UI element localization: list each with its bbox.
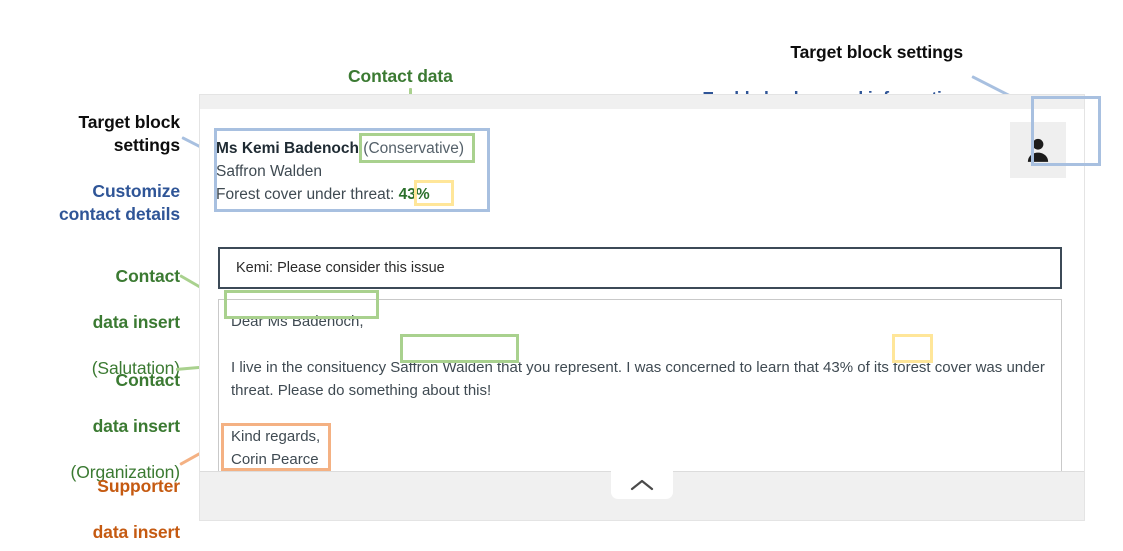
letter-body-textarea[interactable]: Dear Ms Badenoch, I live in the consitue… <box>218 299 1062 497</box>
annotation-detail: Customize contact details <box>58 181 180 225</box>
letter-paragraph: I live in the consituency Saffron Walden… <box>231 356 1049 402</box>
annotation-contact-data-salutation: Contact data insert (Salutation) <box>10 242 180 381</box>
letter-signoff: Kind regards, <box>231 428 321 445</box>
email-composer-card: Ms Kemi Badenoch (Conservative) Saffron … <box>200 95 1084 520</box>
chevron-up-icon <box>630 479 654 491</box>
reference-value: 43% <box>398 186 430 203</box>
paragraph-pre: I live in the consituency <box>231 359 391 376</box>
supporter-name: Corin Pearce <box>231 451 319 468</box>
avatar[interactable] <box>1010 122 1066 178</box>
card-body: Ms Kemi Badenoch (Conservative) Saffron … <box>200 109 1084 497</box>
contact-summary-block: Ms Kemi Badenoch (Conservative) Saffron … <box>216 137 744 206</box>
annotation-detail: data insert <box>92 522 181 543</box>
annotation-target-block-customize: Target block settings Customize contact … <box>10 88 180 227</box>
person-icon <box>1027 138 1049 162</box>
annotation-qualifier: (Organization) <box>70 462 181 483</box>
reference-label: Forest cover under threat: <box>216 186 395 203</box>
annotation-contact-data-organization: Contact data insert (Organization) <box>10 346 181 485</box>
contact-name-row: Ms Kemi Badenoch (Conservative) <box>216 137 744 160</box>
letter-salutation: Dear Ms Badenoch, <box>231 313 364 330</box>
annotation-detail: data insert <box>92 416 181 437</box>
spacer <box>231 402 1049 425</box>
paragraph-reference: 43% <box>823 359 854 376</box>
subject-value: Kemi: Please consider this issue <box>236 260 445 276</box>
annotation-title: Contact <box>115 370 181 391</box>
annotation-supporter-data-insert: Supporter data insert <box>10 452 181 544</box>
annotation-detail: data insert <box>92 312 181 333</box>
spacer <box>231 333 1049 356</box>
annotation-qualifier: (Salutation) <box>91 358 180 379</box>
paragraph-mid: that you represent. I was concerned to l… <box>492 359 824 376</box>
subject-input[interactable]: Kemi: Please consider this issue <box>218 247 1062 289</box>
paragraph-organization: Saffron Walden <box>390 359 493 376</box>
annotation-title: Contact data <box>348 66 453 87</box>
contact-party: (Conservative) <box>363 140 465 157</box>
annotation-title: Target block settings <box>790 42 963 63</box>
contact-organization: Saffron Walden <box>216 163 322 180</box>
paragraph-post: of its forest cover was under threat. Pl… <box>231 359 1045 399</box>
collapse-button[interactable] <box>611 471 673 499</box>
annotation-title: Contact <box>115 266 181 287</box>
annotation-title: Supporter <box>97 476 180 497</box>
card-top-bar <box>200 95 1084 109</box>
contact-reference-row: Forest cover under threat: 43% <box>216 183 744 206</box>
annotation-title: Target block settings <box>78 112 180 156</box>
contact-name: Ms Kemi Badenoch <box>216 140 359 157</box>
card-footer <box>200 471 1084 520</box>
